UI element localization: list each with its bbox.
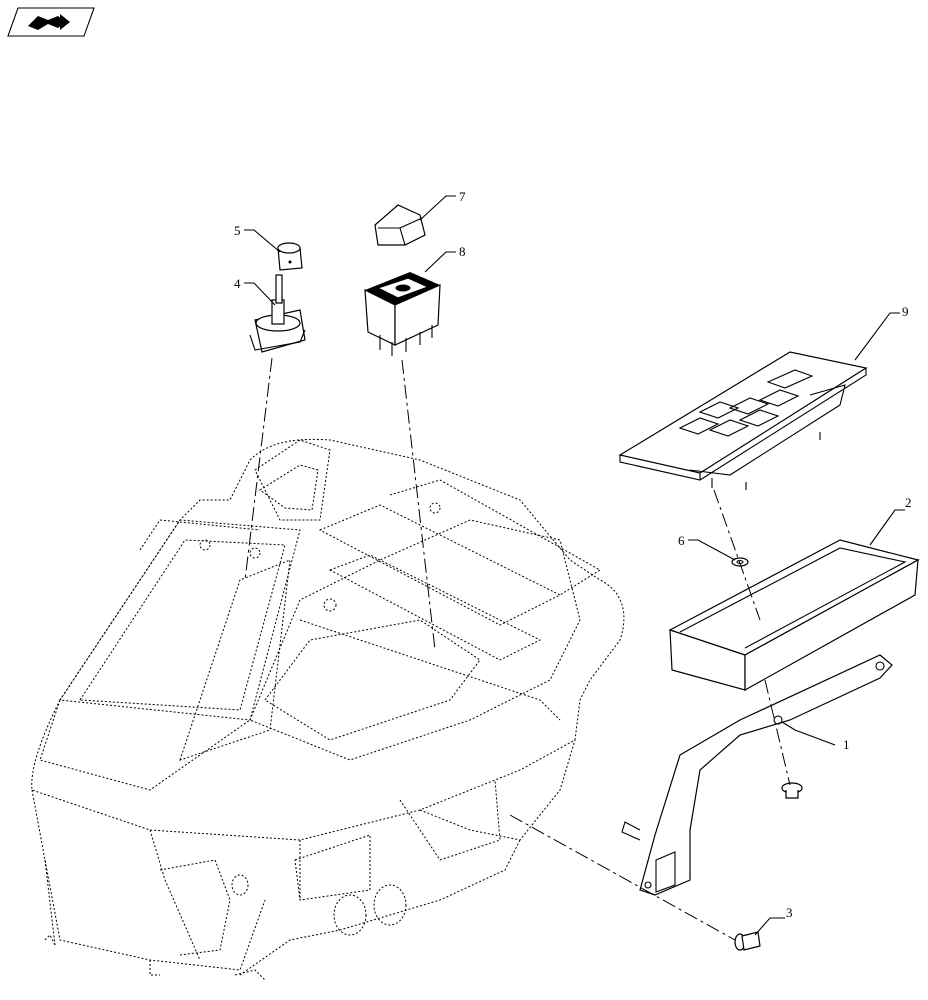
rocker-cap [374,204,426,246]
mounting-bracket [621,654,893,896]
return-button[interactable] [7,7,95,37]
switch-panel-plate [618,351,868,490]
callout-3: 3 [786,905,793,920]
callout-8: 8 [459,244,466,259]
return-arrow-icon [28,14,70,30]
knob-cap [277,242,303,271]
rotary-switch [249,274,306,353]
screw [734,931,761,951]
assembly-lines [244,357,791,941]
rocker-switch-body [364,272,441,356]
leader-lines [244,195,905,936]
callout-2: 2 [905,495,912,510]
flange-nut [781,782,803,799]
callout-7: 7 [459,189,466,204]
console-housing [31,438,625,981]
callout-5: 5 [234,223,241,238]
callout-6: 6 [678,533,685,548]
callout-9: 9 [902,304,909,319]
callout-4: 4 [234,276,241,291]
storage-tray [668,539,920,692]
callout-1: 1 [843,737,850,752]
